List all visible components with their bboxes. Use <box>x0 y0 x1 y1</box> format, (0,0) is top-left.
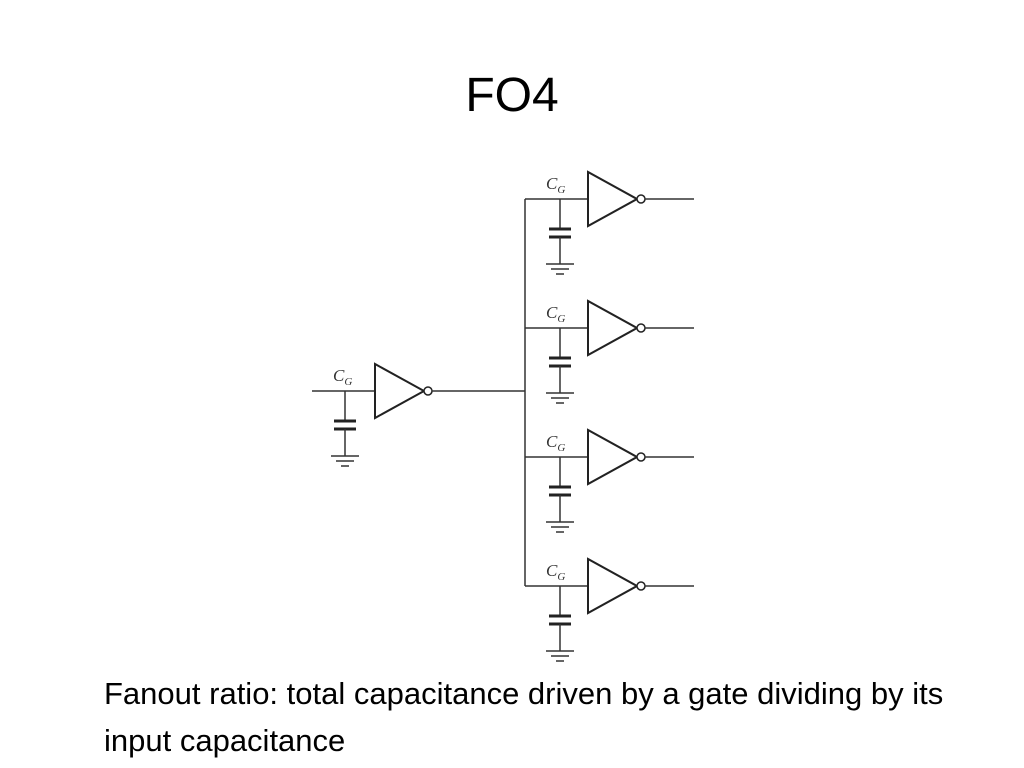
driver-input-capacitor <box>334 391 356 456</box>
load-2-capacitor <box>549 328 571 393</box>
load-4-capacitor <box>549 586 571 651</box>
load-2-inverter-bubble <box>636 323 646 333</box>
load-3-capacitor <box>549 457 571 522</box>
load-stage-2: CG <box>525 299 694 404</box>
slide-title: FO4 <box>465 69 559 122</box>
driver-cap-label: CG <box>333 366 352 388</box>
load-stage-1: CG <box>525 170 694 275</box>
driver-inverter <box>374 362 427 420</box>
load-4-ground-symbol <box>546 650 574 662</box>
load-1-ground-symbol <box>546 263 574 275</box>
load-3-ground-symbol <box>546 521 574 533</box>
load-1-inverter-bubble <box>636 194 646 204</box>
driver-ground-symbol <box>331 455 359 467</box>
load-1-cap-label: CG <box>546 174 565 196</box>
load-4-inverter-bubble <box>636 581 646 591</box>
load-4-inverter <box>587 557 640 615</box>
load-stage-4: CG <box>525 557 694 662</box>
load-2-inverter <box>587 299 640 357</box>
load-3-cap-label: CG <box>546 432 565 454</box>
fanout-definition-caption: Fanout ratio: total capacitance driven b… <box>104 676 944 758</box>
load-4-cap-label: CG <box>546 561 565 583</box>
load-1-inverter <box>587 170 640 228</box>
load-2-cap-label: CG <box>546 303 565 325</box>
load-1-capacitor <box>549 199 571 264</box>
load-3-inverter-bubble <box>636 452 646 462</box>
load-stage-3: CG <box>525 428 694 533</box>
driver-inverter-bubble <box>423 386 433 396</box>
load-3-inverter <box>587 428 640 486</box>
driver-stage: CG <box>312 362 525 467</box>
load-2-ground-symbol <box>546 392 574 404</box>
